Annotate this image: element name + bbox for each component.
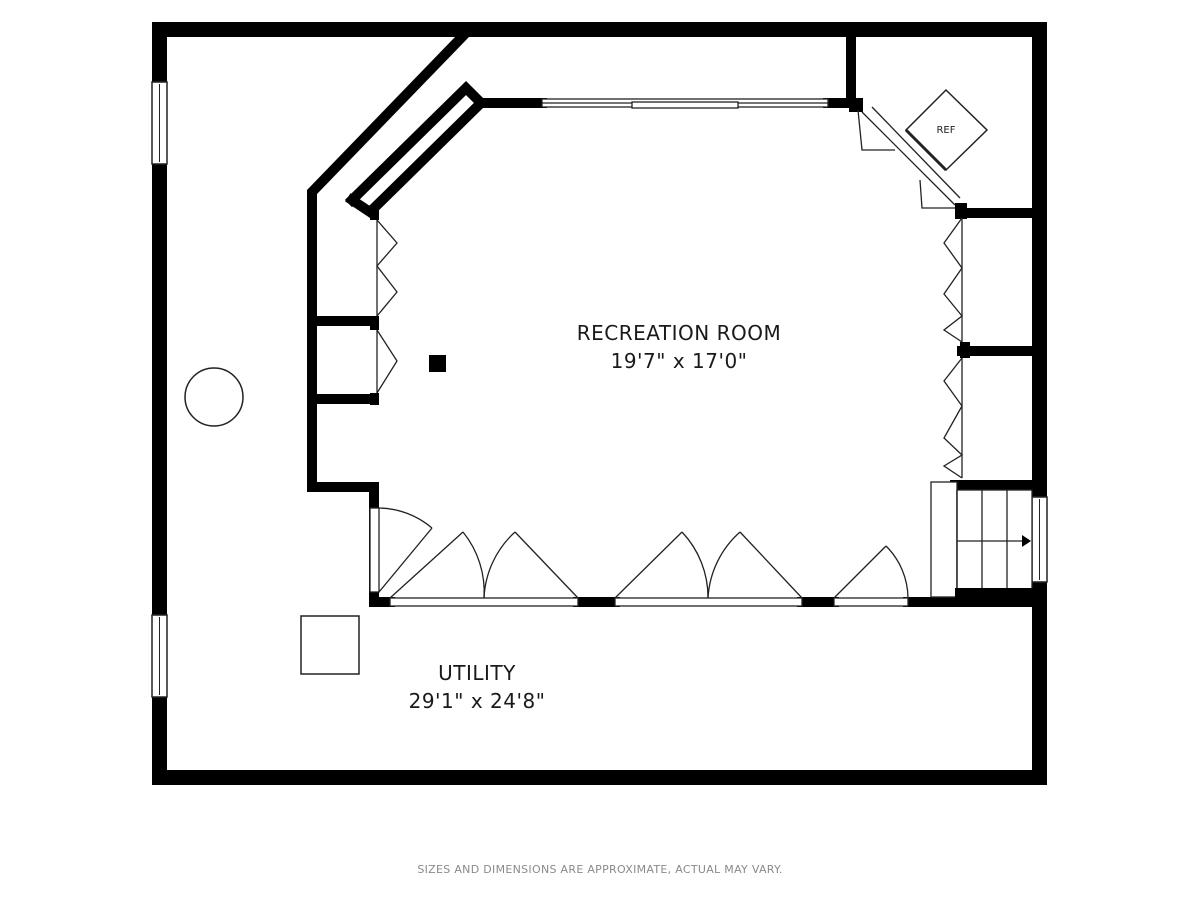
exterior-wall-right-upper [1032,22,1047,497]
interior-walls [307,29,1037,607]
closet-doors-left [376,219,398,394]
support-column [429,355,446,372]
ref-label: REF [936,125,955,136]
double-door-2 [614,531,803,607]
window-right-stair [1031,496,1048,583]
exterior-wall-top [152,22,1047,37]
refrigerator: REF [904,88,989,172]
wall-diagonal-outer [307,29,470,517]
closet-doors-right [942,217,964,479]
disclaimer-text: SIZES AND DIMENSIONS ARE APPROXIMATE, AC… [417,863,782,876]
recreation-room-dimensions: 19'7" x 17'0" [611,349,748,373]
furnace [300,615,360,675]
door-utility-entry [369,507,433,593]
wall-diagonal-cabinet [344,80,489,219]
exterior-walls [152,22,1047,785]
window-rec-top [541,98,829,109]
exterior-wall-right-lower [1032,582,1047,785]
double-door-1 [389,531,579,607]
exterior-wall-left [152,22,167,785]
door-near-stairs [833,545,909,607]
window-left-lower [151,614,168,698]
wall-stubs [370,98,970,405]
stairs [930,481,1035,600]
window-left-upper [151,81,168,165]
water-heater [184,367,244,427]
ref-nook-door [857,106,961,209]
stair-arrow-icon [1022,535,1031,547]
utility-room-name: UTILITY [438,661,516,685]
recreation-room-name: RECREATION ROOM [577,321,781,345]
utility-room-dimensions: 29'1" x 24'8" [409,689,546,713]
exterior-wall-bottom [152,770,1047,785]
